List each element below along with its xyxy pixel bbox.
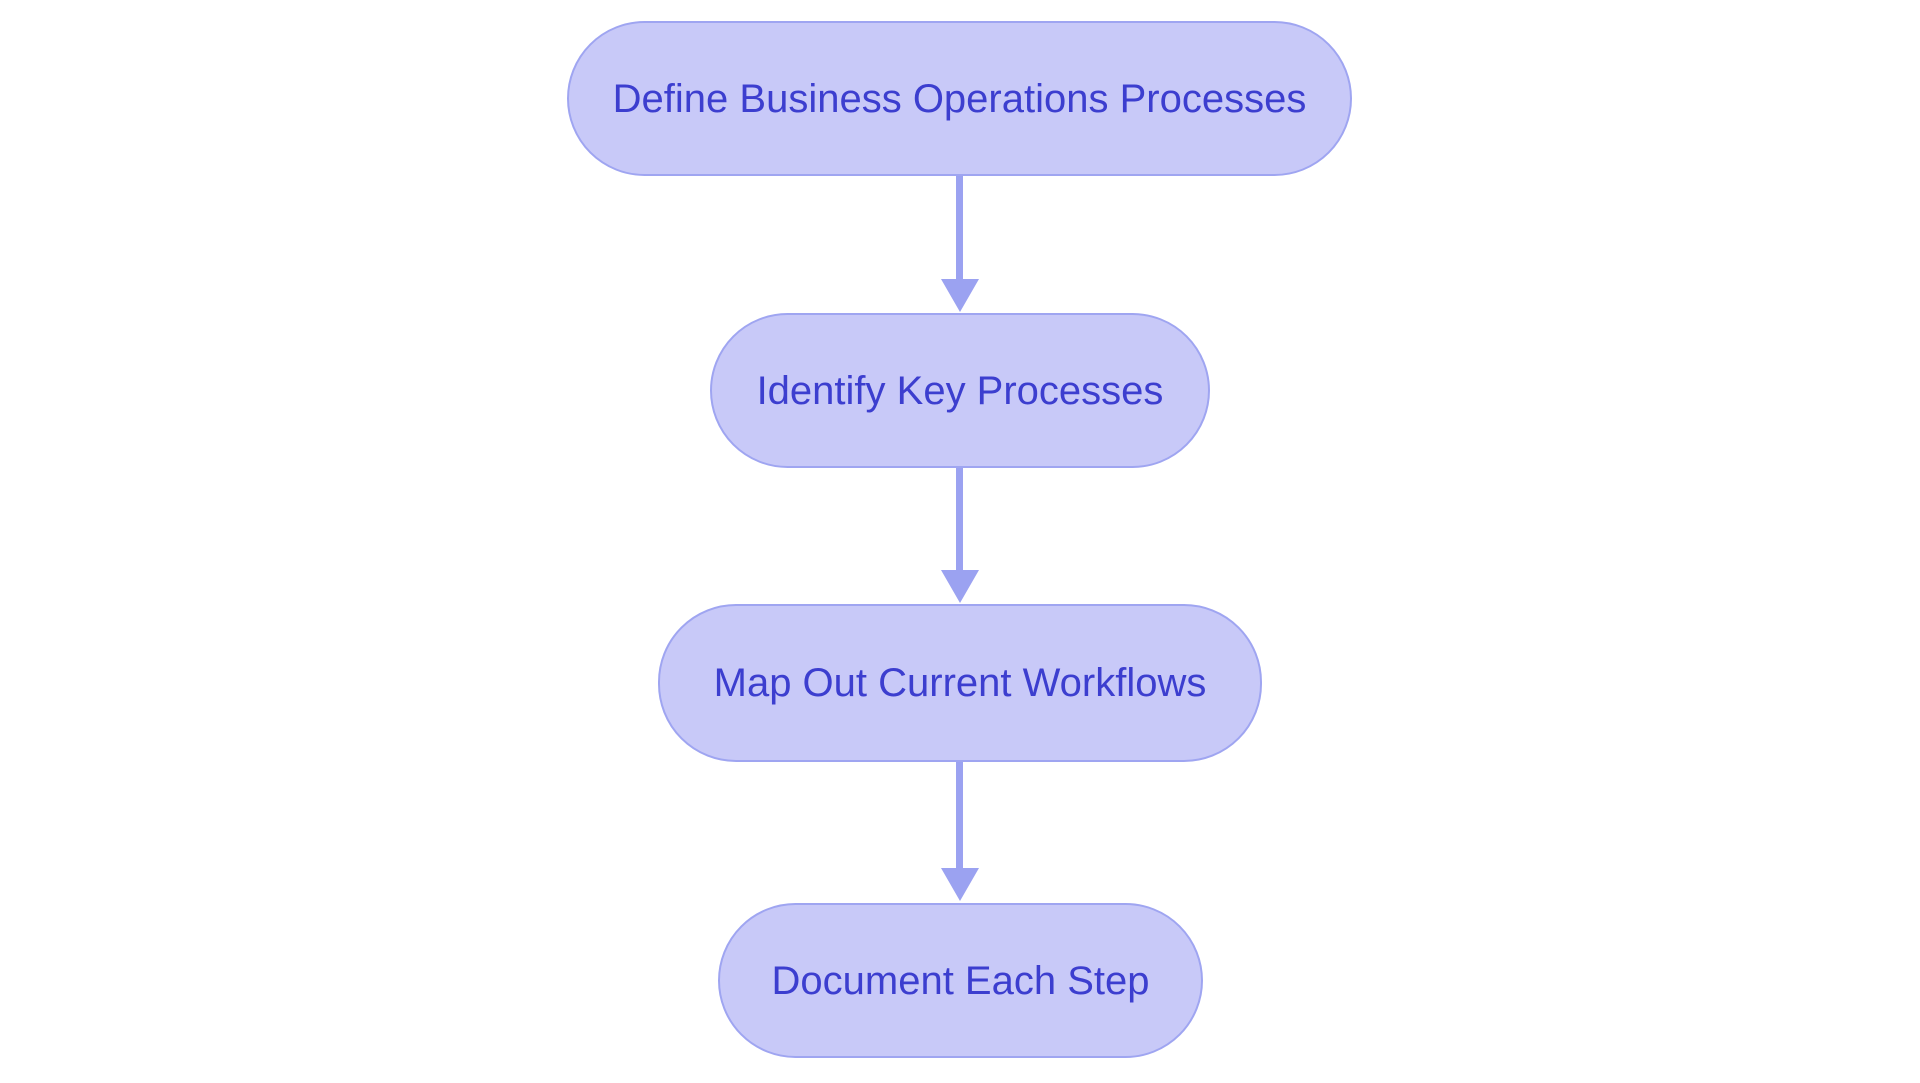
arrow-down-icon	[941, 570, 979, 603]
arrow-down-icon	[941, 279, 979, 312]
flowchart-node-define-processes: Define Business Operations Processes	[567, 21, 1352, 176]
flowchart-node-map-workflows: Map Out Current Workflows	[658, 604, 1262, 762]
node-label: Map Out Current Workflows	[713, 661, 1207, 705]
flowchart-node-document-each-step: Document Each Step	[718, 903, 1203, 1058]
connector-line-2	[956, 468, 963, 571]
node-label: Identify Key Processes	[756, 368, 1164, 413]
arrow-down-icon	[941, 868, 979, 901]
node-label: Document Each Step	[771, 958, 1150, 1003]
node-label: Define Business Operations Processes	[612, 76, 1307, 121]
flowchart-node-identify-key-processes: Identify Key Processes	[710, 313, 1210, 468]
connector-line-1	[956, 176, 963, 280]
connector-line-3	[956, 762, 963, 869]
